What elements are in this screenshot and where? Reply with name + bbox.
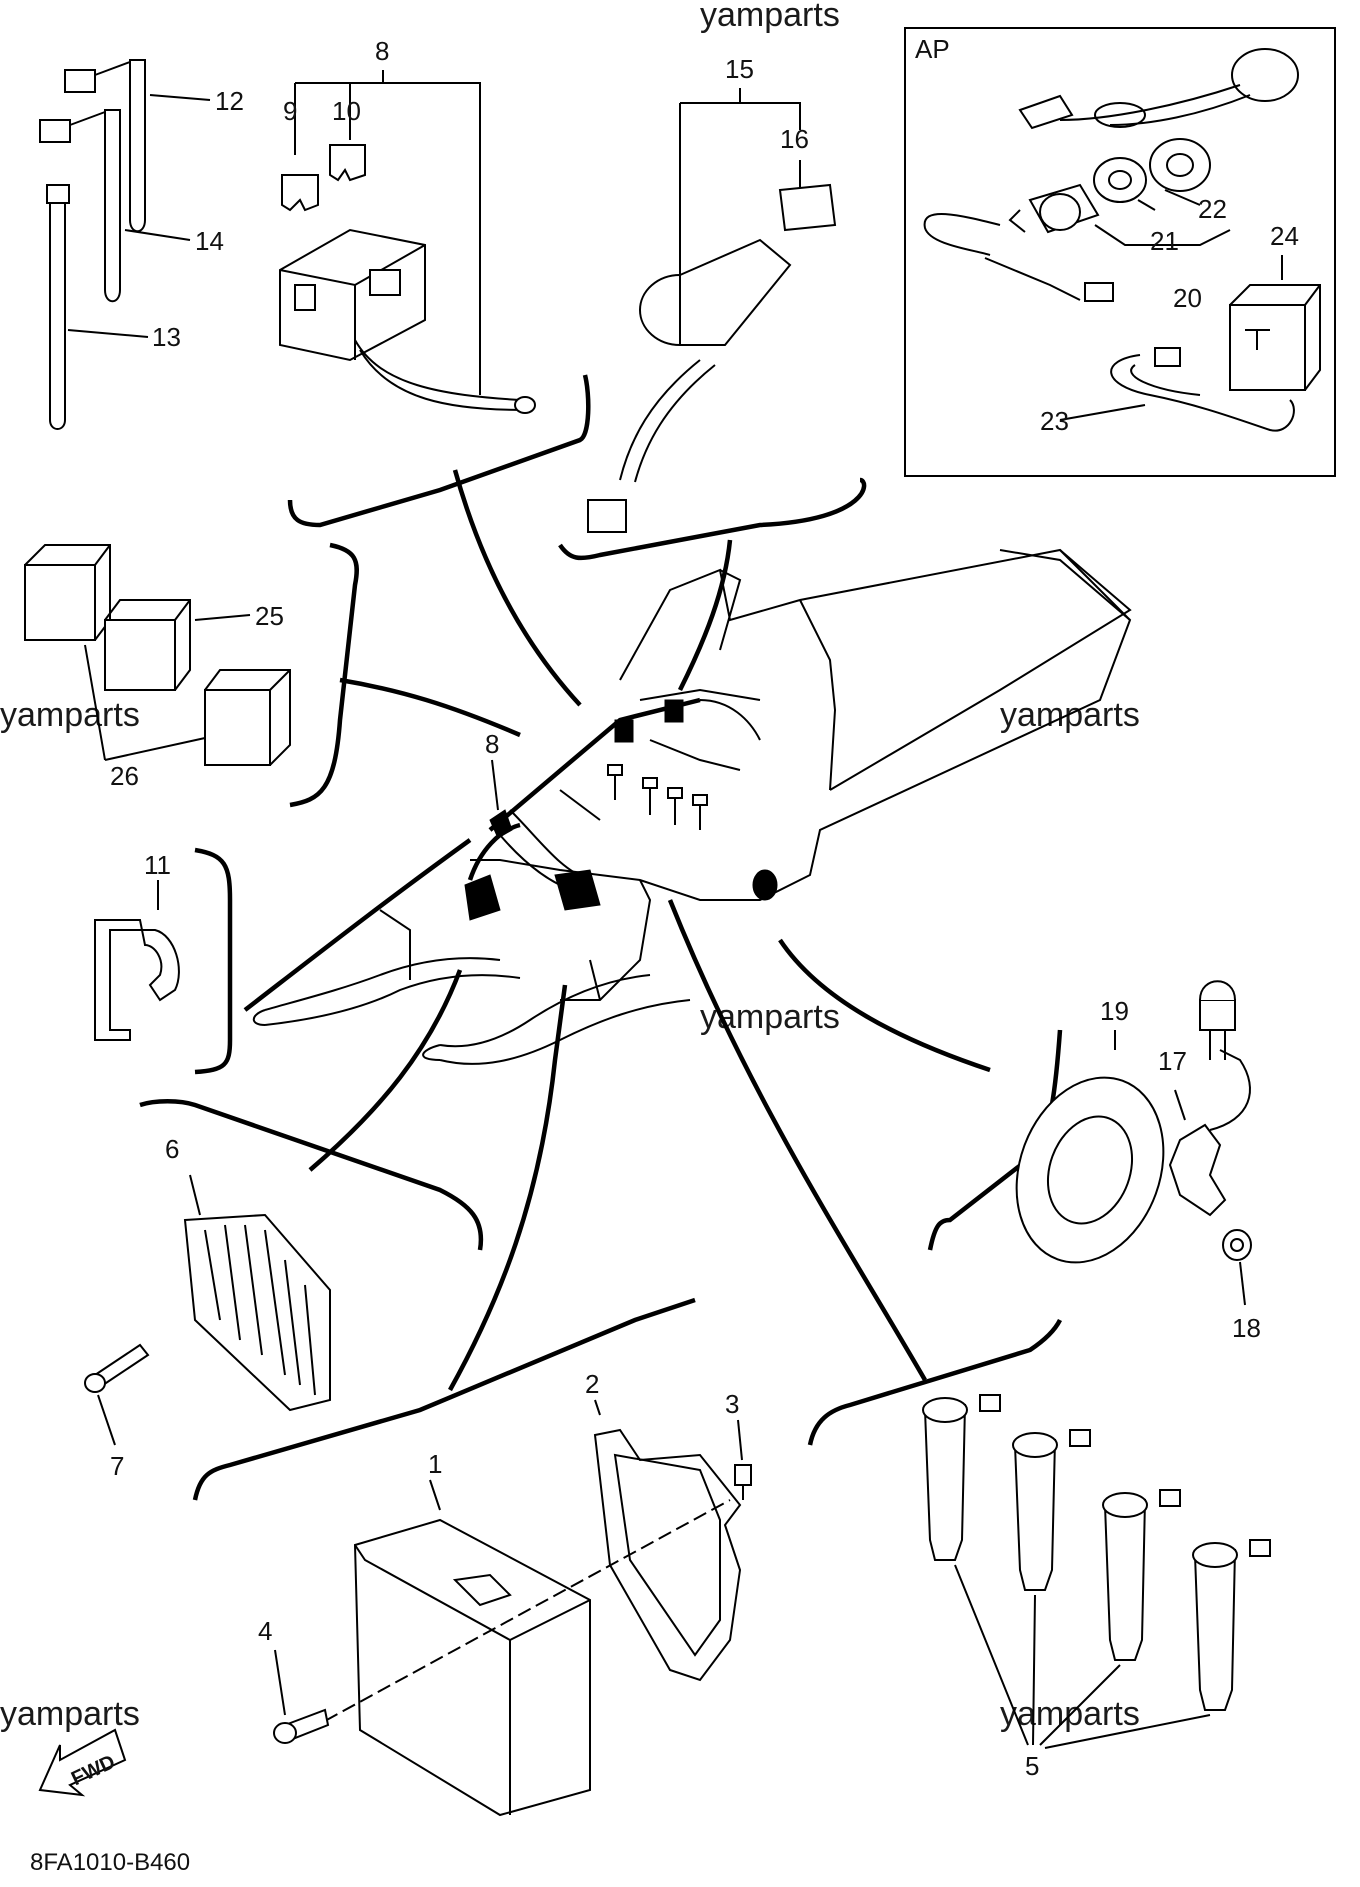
cable-ties: 12 14 13 [39,59,244,430]
snowmobile-body: 8 [252,548,1132,1065]
callout-1: 1 [428,1449,442,1479]
callout-24: 24 [1270,221,1299,251]
callout-4: 4 [258,1616,272,1646]
callout-17: 17 [1158,1046,1187,1076]
pickup-group: 19 17 18 [1015,980,1261,1343]
callout-10: 10 [332,96,361,126]
ap-inset: AP 22 21 20 24 23 [904,27,1336,477]
callout-16: 16 [780,124,809,154]
callout-20: 20 [1173,283,1202,313]
watermark-bottom-left: yamparts [0,1695,140,1733]
callout-8-main: 8 [485,729,499,759]
callout-25: 25 [255,601,284,631]
callout-5: 5 [1025,1751,1039,1781]
watermark-left: yamparts [0,696,140,734]
fwd-arrow-icon: FWD [38,1728,127,1797]
callout-8-top: 8 [375,36,389,66]
callout-7: 7 [110,1451,124,1481]
main-switch-group: 15 16 [587,54,837,533]
group-brackets [139,374,1063,1501]
regulator-group: 6 7 [84,1134,331,1481]
bracket-group: 11 [94,850,180,1041]
callout-19: 19 [1100,996,1129,1026]
cdi-group: 1 2 3 4 [258,1369,752,1817]
watermark-top: yamparts [700,0,840,34]
callout-26: 26 [110,761,139,791]
callout-9: 9 [283,96,297,126]
callout-3: 3 [725,1389,739,1419]
callout-6: 6 [165,1134,179,1164]
ignition-coils-group: 5 [922,1394,1271,1781]
callout-14: 14 [195,226,224,256]
callout-22: 22 [1198,194,1227,224]
callout-12: 12 [215,86,244,116]
callout-18: 18 [1232,1313,1261,1343]
callout-2: 2 [585,1369,599,1399]
callout-13: 13 [152,322,181,352]
callout-15: 15 [725,54,754,84]
callout-21: 21 [1150,226,1179,256]
callout-11: 11 [144,850,171,880]
ap-label: AP [915,34,950,64]
diagram-code: 8FA1010-B460 [30,1849,190,1876]
relays-group: 25 26 [24,544,291,791]
fuse-box-group: 8 9 10 [279,36,536,414]
callout-23: 23 [1040,406,1069,436]
